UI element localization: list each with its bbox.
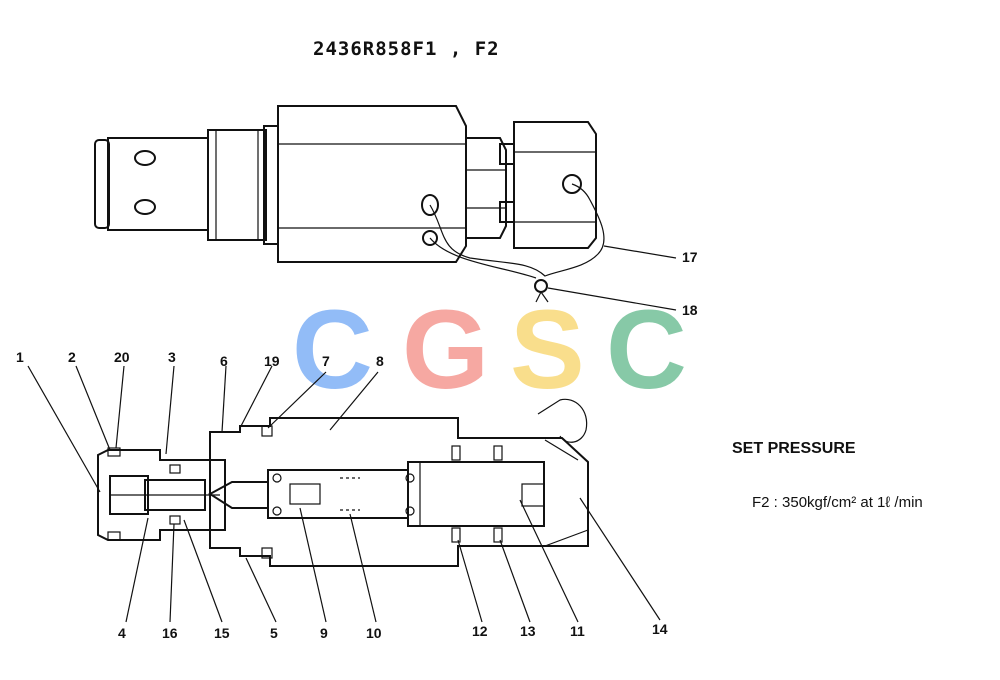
backup-ring-12 (451, 445, 461, 461)
sectional-view (97, 398, 589, 567)
label-17: 17 (682, 249, 698, 265)
backup-ring-16 (169, 464, 181, 474)
seal-wire (429, 183, 605, 277)
label-11: 11 (570, 623, 585, 639)
drawing-title: 2436R858F1 , F2 (313, 38, 500, 60)
spring-chamber (267, 469, 409, 519)
label-2: 2 (68, 349, 76, 365)
main-hex-body (277, 105, 467, 263)
port-hole-lower (134, 199, 156, 215)
label-12: 12 (472, 623, 488, 639)
watermark-letter-g: G (402, 287, 489, 412)
label-19: 19 (264, 353, 280, 369)
label-18: 18 (682, 302, 698, 318)
spool-body (107, 137, 209, 231)
spring-seat (289, 483, 321, 505)
label-15: 15 (214, 625, 230, 641)
seal-ring-20 (107, 447, 121, 457)
label-7: 7 (322, 353, 330, 369)
screw-socket (521, 483, 545, 507)
watermark-letter-s: S (510, 287, 585, 412)
label-3: 3 (168, 349, 176, 365)
collar (207, 129, 267, 241)
label-10: 10 (366, 625, 382, 641)
sleeve-body (97, 449, 226, 541)
body-hole-upper (421, 194, 439, 216)
o-ring-13 (493, 445, 503, 461)
adjusting-screw (407, 461, 545, 527)
lock-nut (465, 137, 507, 239)
label-5: 5 (270, 625, 278, 641)
port-hole-upper (134, 150, 156, 166)
external-view (94, 105, 605, 303)
valve-housing (209, 417, 589, 567)
body-hole-lower (422, 230, 438, 246)
part-labels: 1 2 20 3 6 19 7 8 17 18 4 16 15 5 9 10 1… (16, 249, 698, 641)
set-pressure-heading: SET PRESSURE (732, 440, 856, 457)
label-13: 13 (520, 623, 536, 639)
label-1: 1 (16, 349, 24, 365)
label-6: 6 (220, 353, 228, 369)
label-16: 16 (162, 625, 178, 641)
adjust-cap (513, 121, 597, 249)
o-ring-7 (261, 425, 273, 437)
label-4: 4 (118, 625, 126, 641)
watermark: C G S C (292, 287, 687, 412)
cap-hole (562, 174, 582, 194)
label-9: 9 (320, 625, 328, 641)
label-14: 14 (652, 621, 668, 637)
leader-lines (27, 245, 677, 623)
section-seal-wire (537, 398, 588, 443)
watermark-letter-c2: C (606, 287, 687, 412)
spool-end-ring (94, 139, 110, 229)
label-20: 20 (114, 349, 130, 365)
set-pressure-value: F2 : 350kgf/cm² at 1ℓ /min (752, 494, 923, 511)
label-8: 8 (376, 353, 384, 369)
